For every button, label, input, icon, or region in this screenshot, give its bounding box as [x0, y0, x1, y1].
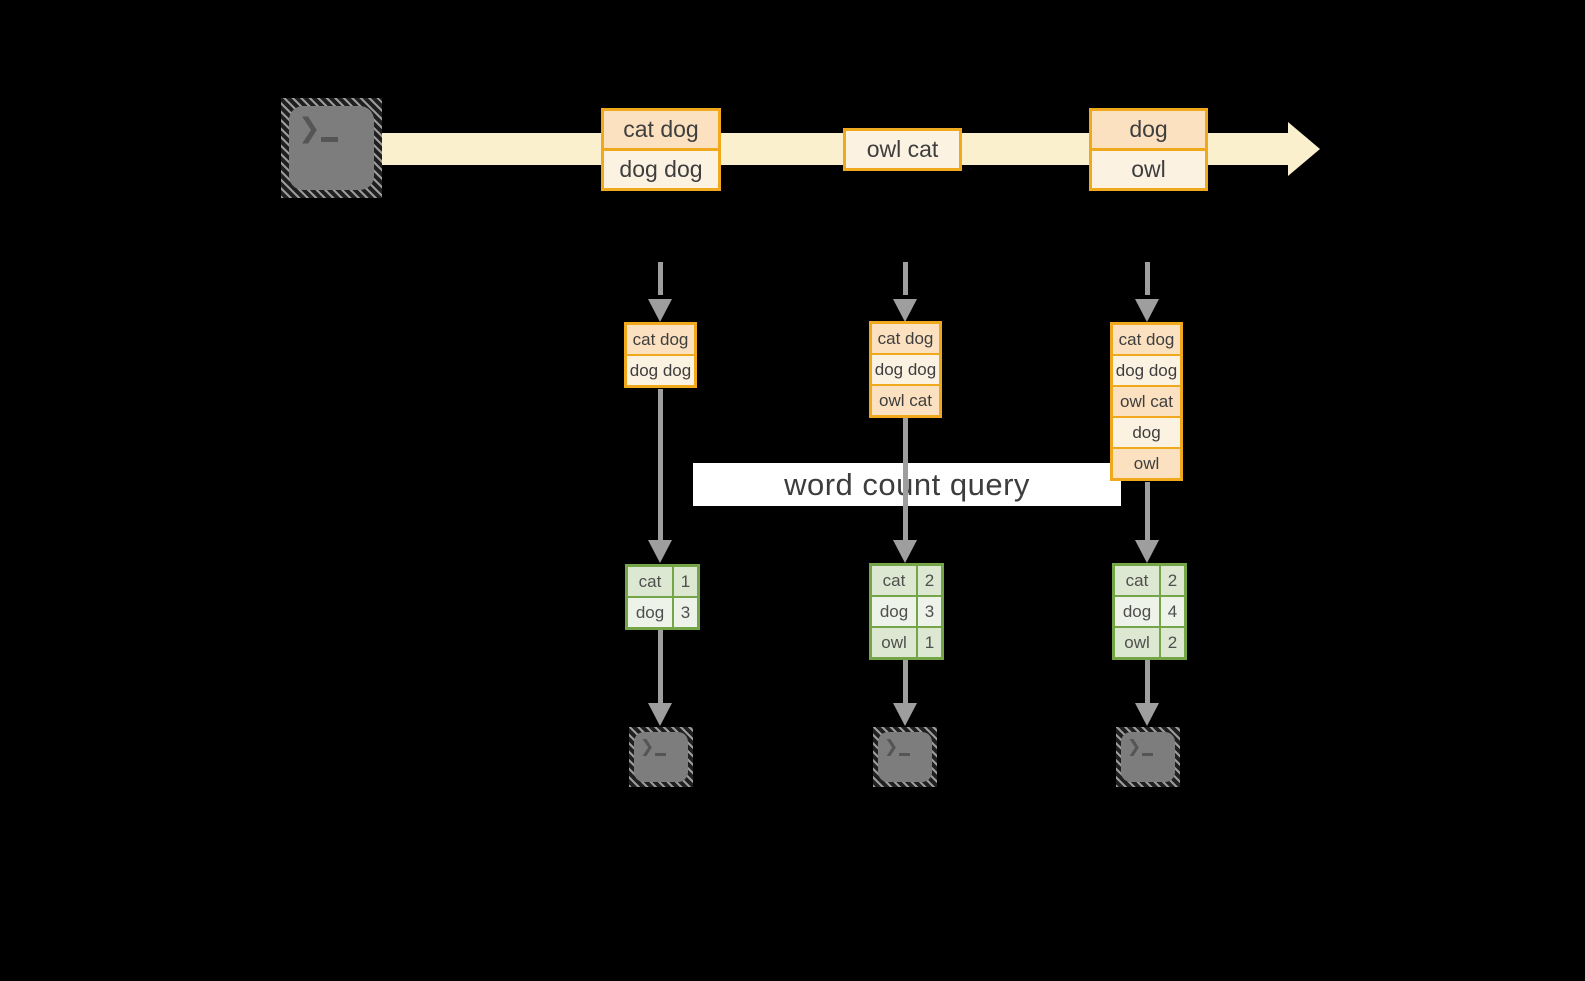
- prompt-chevron-icon: ❯: [1127, 737, 1142, 757]
- count-value: 2: [1161, 566, 1184, 595]
- sink-terminal-icon-3: ❯: [1116, 727, 1180, 787]
- count-word: cat: [872, 566, 916, 595]
- prompt-chevron-icon: ❯: [640, 737, 655, 757]
- terminal-screen: ❯: [634, 732, 688, 782]
- buffer-item: dog dog: [627, 356, 694, 385]
- message-box-3: dog owl: [1089, 108, 1208, 191]
- arrow-head: [1135, 703, 1159, 726]
- count-word: owl: [872, 628, 916, 657]
- count-word: cat: [628, 567, 672, 596]
- prompt-chevron-icon: ❯: [298, 113, 321, 144]
- buffer-item: owl cat: [872, 386, 939, 415]
- terminal-screen: ❯: [1121, 732, 1175, 782]
- count-value: 1: [674, 567, 697, 596]
- buffer-item: cat dog: [627, 325, 694, 354]
- message-line: dog: [1092, 111, 1205, 148]
- count-value: 2: [918, 566, 941, 595]
- count-value: 1: [918, 628, 941, 657]
- arrow-line: [658, 389, 663, 544]
- message-line: owl: [1092, 151, 1205, 188]
- dashed-arrow-head-3: [1135, 299, 1159, 322]
- count-value: 3: [674, 598, 697, 627]
- arrow-line: [903, 660, 908, 705]
- arrow-line: [658, 630, 663, 705]
- prompt-underscore-icon: [899, 753, 910, 756]
- prompt-chevron-icon: ❯: [884, 737, 899, 757]
- count-word: dog: [872, 597, 916, 626]
- prompt-underscore-icon: [321, 137, 338, 142]
- buffer-item: owl cat: [1113, 387, 1180, 416]
- dashed-arrow-line-2: [903, 262, 908, 295]
- buffer-item: dog dog: [872, 355, 939, 384]
- count-value: 4: [1161, 597, 1184, 626]
- arrow-head: [893, 703, 917, 726]
- arrow-line: [1145, 658, 1150, 705]
- buffer-stack-2: cat dog dog dog owl cat: [869, 321, 942, 418]
- stream-arrow-head: [1288, 122, 1320, 176]
- dashed-arrow-line-1: [658, 262, 663, 295]
- buffer-item: dog dog: [1113, 356, 1180, 385]
- count-word: dog: [628, 598, 672, 627]
- count-value: 3: [918, 597, 941, 626]
- dashed-arrow-head-2: [893, 299, 917, 322]
- dashed-arrow-head-1: [648, 299, 672, 322]
- arrow-head: [893, 540, 917, 563]
- buffer-stack-3: cat dog dog dog owl cat dog owl: [1110, 322, 1183, 481]
- arrow-line: [903, 417, 908, 543]
- count-word: owl: [1115, 628, 1159, 657]
- buffer-item: dog: [1113, 418, 1180, 447]
- source-terminal-icon: ❯: [281, 98, 382, 198]
- count-table-1: cat 1 dog 3: [625, 564, 700, 630]
- arrow-head: [1135, 540, 1159, 563]
- terminal-screen: ❯: [878, 732, 932, 782]
- sink-terminal-icon-2: ❯: [873, 727, 937, 787]
- buffer-item: cat dog: [872, 324, 939, 353]
- count-table-3: cat 2 dog 4 owl 2: [1112, 563, 1187, 660]
- message-box-2: owl cat: [843, 128, 962, 171]
- buffer-item: owl: [1113, 449, 1180, 478]
- count-table-2: cat 2 dog 3 owl 1: [869, 563, 944, 660]
- terminal-screen: ❯: [289, 106, 374, 190]
- count-value: 2: [1161, 628, 1184, 657]
- count-word: cat: [1115, 566, 1159, 595]
- dashed-arrow-line-3: [1145, 262, 1150, 295]
- sink-terminal-icon-1: ❯: [629, 727, 693, 787]
- buffer-item: cat dog: [1113, 325, 1180, 354]
- message-line: cat dog: [604, 111, 718, 148]
- message-box-1: cat dog dog dog: [601, 108, 721, 191]
- prompt-underscore-icon: [655, 753, 666, 756]
- prompt-underscore-icon: [1142, 753, 1153, 756]
- buffer-stack-1: cat dog dog dog: [624, 322, 697, 388]
- message-line: owl cat: [846, 131, 959, 168]
- count-word: dog: [1115, 597, 1159, 626]
- arrow-head: [648, 540, 672, 563]
- arrow-line: [1145, 482, 1150, 543]
- message-line: dog dog: [604, 151, 718, 188]
- arrow-head: [648, 703, 672, 726]
